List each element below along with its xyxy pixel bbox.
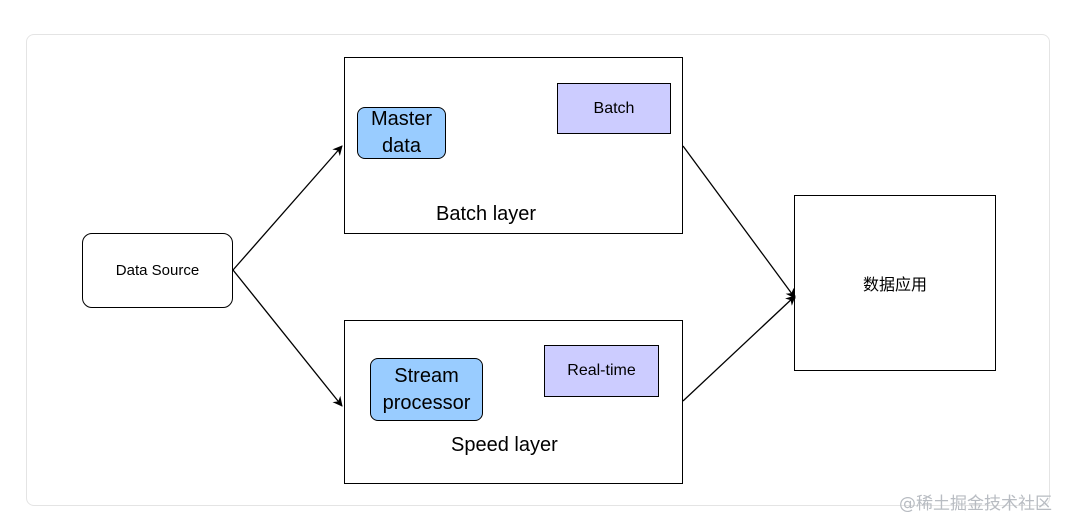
batch-box: Batch [557,83,671,134]
batch-layer-label: Batch layer [436,203,537,225]
stream-processor-box: Stream processor [370,358,483,421]
realtime-box: Real-time [544,345,659,397]
data-source-box: Data Source [82,233,233,308]
master-data-label-line1: Master [370,108,433,130]
speed-layer-box: Stream processor Real-time Speed layer [344,320,683,484]
stream-processor-label-line2: processor [382,391,471,414]
realtime-label: Real-time [567,362,636,379]
batch-label: Batch [593,99,635,117]
watermark-text: @稀土掘金技术社区 [899,494,1052,514]
master-data-box: Master data [357,107,446,159]
speed-layer-label: Speed layer [451,434,558,456]
data-source-label: Data Source [115,262,200,279]
stream-processor-label-line1: Stream [394,364,459,387]
data-app-label: 数据应用 [862,277,927,294]
batch-layer-box: Master data Batch Batch layer [344,57,683,234]
data-app-box: 数据应用 [794,195,996,371]
master-data-label-line2: data [382,135,421,157]
